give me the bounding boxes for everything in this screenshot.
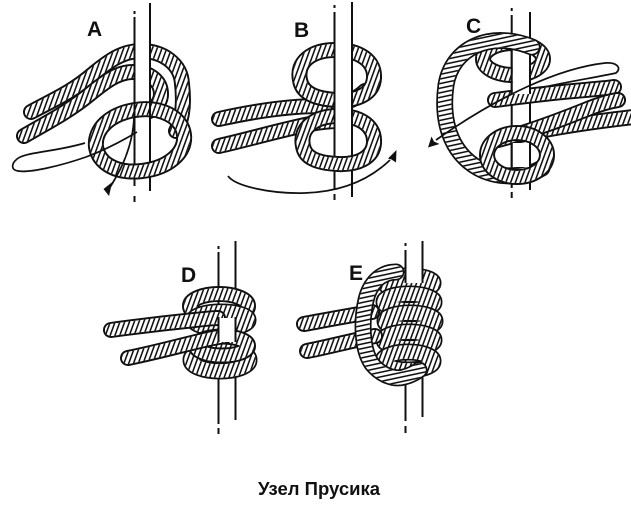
- svg-text:E: E: [349, 262, 363, 285]
- svg-text:B: B: [294, 19, 309, 42]
- svg-text:C: C: [466, 15, 481, 38]
- svg-text:Узел Прусика: Узел Прусика: [258, 478, 381, 499]
- svg-text:D: D: [181, 264, 196, 287]
- svg-text:A: A: [87, 18, 102, 41]
